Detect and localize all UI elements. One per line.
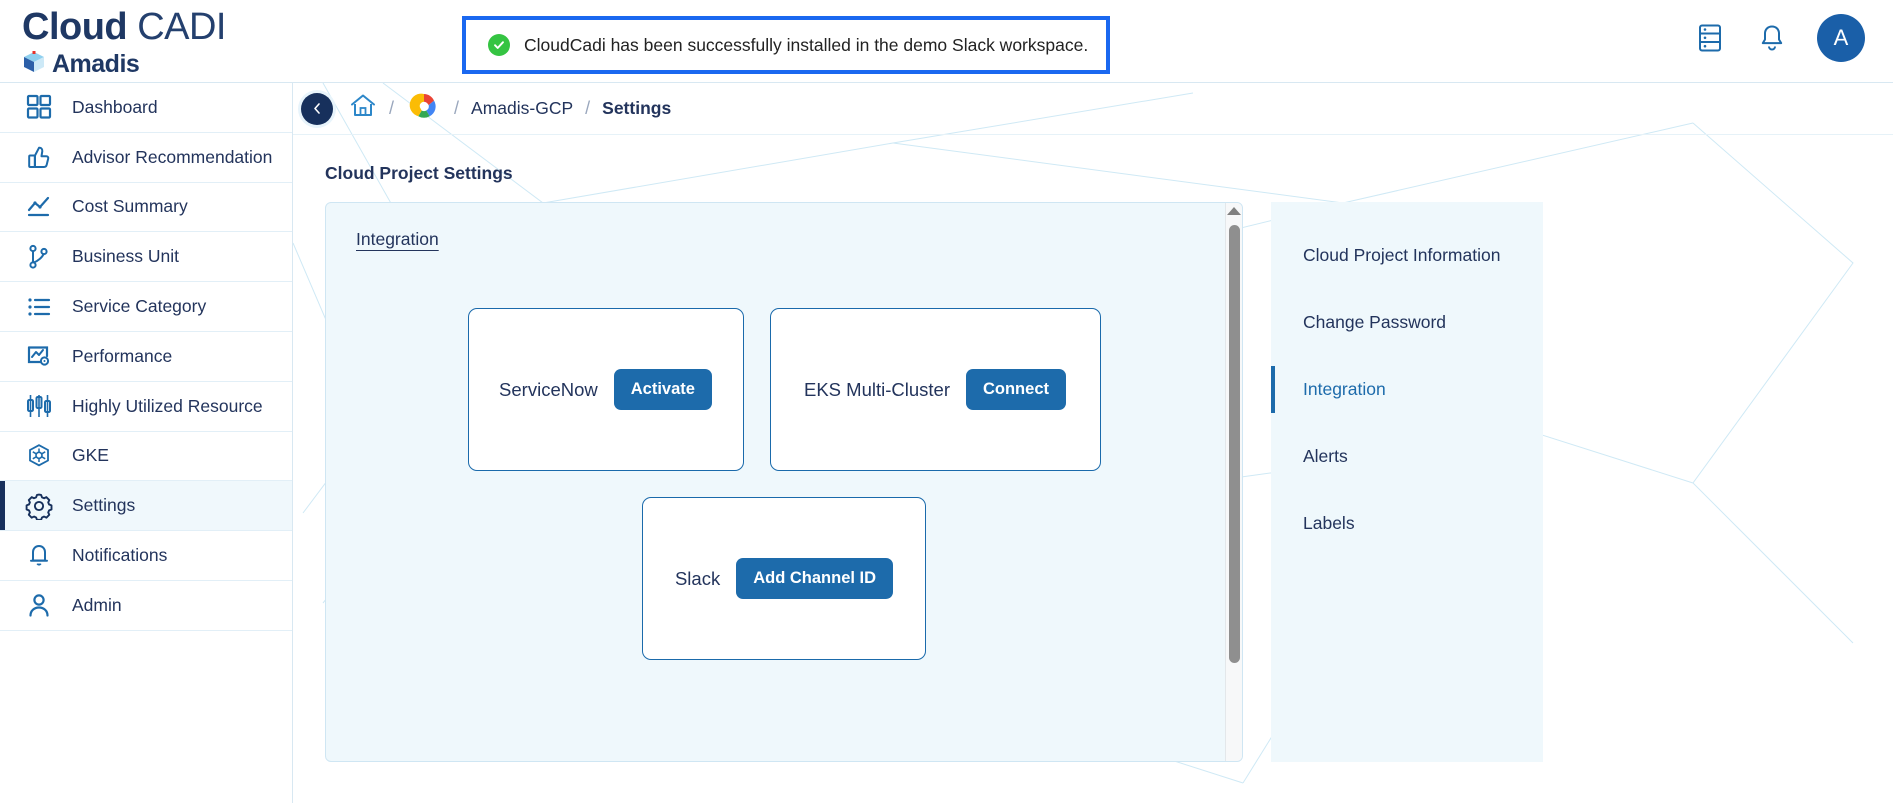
integration-panel-inner: Integration ServiceNow Activate EKS Mult…: [326, 203, 1242, 761]
brand-title: Cloud CADI: [22, 6, 226, 48]
user-person-icon: [22, 588, 56, 622]
bell-outline-icon: [22, 539, 56, 573]
sidebar: Dashboard Advisor Recommendation Cos: [0, 82, 293, 803]
sidebar-item-business-unit[interactable]: Business Unit: [0, 232, 292, 283]
breadcrumb-separator: /: [389, 98, 395, 118]
chart-monitor-icon: [22, 339, 56, 373]
brand-logo[interactable]: Cloud CADI Amadis: [22, 6, 226, 79]
sidebar-item-label: Performance: [72, 345, 173, 366]
integration-card-slack: Slack Add Channel ID: [642, 497, 926, 660]
breadcrumb: / / Amadis-GCP / Settings: [293, 83, 1893, 135]
scroll-up-arrow-icon[interactable]: [1227, 207, 1241, 215]
side-menu-item-integration[interactable]: Integration: [1271, 356, 1543, 423]
sidebar-item-cost-summary[interactable]: Cost Summary: [0, 183, 292, 233]
thumbs-up-icon: [22, 140, 56, 174]
integration-card-eks-multi-cluster: EKS Multi-Cluster Connect: [769, 308, 1101, 471]
side-menu-label: Cloud Project Information: [1303, 245, 1501, 265]
side-menu-item-cloud-project-information[interactable]: Cloud Project Information: [1271, 222, 1543, 289]
scrollbar-thumb[interactable]: [1229, 225, 1240, 663]
brand-subtitle-row: Amadis: [22, 50, 226, 79]
server-rack-icon[interactable]: [1693, 21, 1727, 55]
amadis-cube-logo-icon: [22, 50, 46, 79]
home-icon[interactable]: [349, 93, 377, 124]
grid-squares-icon: [22, 90, 56, 124]
success-banner: CloudCadi has been successfully installe…: [462, 16, 1110, 74]
candlestick-icon: [22, 389, 56, 423]
sidebar-item-label: Business Unit: [72, 246, 179, 267]
integration-card-row-2: Slack Add Channel ID: [356, 497, 1212, 660]
add-channel-id-button[interactable]: Add Channel ID: [736, 558, 894, 599]
sidebar-item-label: Settings: [72, 495, 136, 516]
sidebar-item-label: Cost Summary: [72, 196, 188, 217]
kubernetes-helm-icon: [22, 439, 56, 473]
integration-card-title: Slack: [674, 567, 721, 589]
google-cloud-icon[interactable]: [406, 90, 442, 127]
tab-integration[interactable]: Integration: [356, 229, 439, 249]
org-branch-icon: [22, 240, 56, 274]
sidebar-item-advisor-recommendation[interactable]: Advisor Recommendation: [0, 133, 292, 183]
brand-title-light: CADI: [127, 6, 226, 48]
sidebar-item-performance[interactable]: Performance: [0, 332, 292, 382]
sidebar-item-label: Advisor Recommendation: [72, 146, 273, 167]
vertical-scrollbar[interactable]: [1225, 203, 1242, 761]
brand-title-bold: Cloud: [22, 6, 128, 48]
sidebar-item-label: Highly Utilized Resource: [72, 395, 263, 416]
side-menu-label: Alerts: [1303, 446, 1348, 466]
integration-card-title: ServiceNow: [499, 378, 598, 400]
activate-button[interactable]: Activate: [613, 369, 712, 410]
side-menu-item-alerts[interactable]: Alerts: [1271, 423, 1543, 490]
side-menu-item-change-password[interactable]: Change Password: [1271, 289, 1543, 356]
integration-card-title: EKS Multi-Cluster: [804, 378, 950, 400]
breadcrumb-project[interactable]: Amadis-GCP: [471, 98, 574, 118]
top-bar-actions: A: [1693, 14, 1865, 62]
sidebar-item-gke[interactable]: GKE: [0, 432, 292, 482]
integration-card-servicenow: ServiceNow Activate: [467, 308, 744, 471]
bell-icon[interactable]: [1755, 21, 1789, 55]
settings-body: Integration ServiceNow Activate EKS Mult…: [293, 202, 1893, 762]
integration-card-row-1: ServiceNow Activate EKS Multi-Cluster Co…: [356, 308, 1212, 471]
integration-panel: Integration ServiceNow Activate EKS Mult…: [325, 202, 1243, 762]
content-area: / / Amadis-GCP / Settings Cloud Project …: [293, 82, 1893, 803]
breadcrumb-separator: /: [585, 98, 591, 118]
settings-side-menu: Cloud Project Information Change Passwor…: [1271, 202, 1543, 762]
brand-subtitle: Amadis: [52, 50, 140, 78]
sidebar-item-service-category[interactable]: Service Category: [0, 282, 292, 332]
breadcrumb-separator: /: [454, 98, 460, 118]
breadcrumb-current: Settings: [602, 98, 672, 118]
sidebar-item-admin[interactable]: Admin: [0, 581, 292, 631]
sidebar-item-dashboard[interactable]: Dashboard: [0, 83, 292, 133]
side-menu-label: Change Password: [1303, 312, 1446, 332]
side-menu-item-labels[interactable]: Labels: [1271, 490, 1543, 557]
connect-button[interactable]: Connect: [965, 369, 1066, 410]
sidebar-item-settings[interactable]: Settings: [0, 481, 292, 532]
success-check-icon: [488, 34, 510, 56]
gear-icon: [22, 489, 56, 523]
chevron-left-icon[interactable]: [301, 92, 333, 125]
side-menu-label: Integration: [1303, 379, 1386, 399]
avatar[interactable]: A: [1817, 14, 1865, 62]
sidebar-item-label: Notifications: [72, 545, 168, 566]
sidebar-item-label: Service Category: [72, 296, 207, 317]
sidebar-item-highly-utilized-resource[interactable]: Highly Utilized Resource: [0, 382, 292, 432]
sidebar-item-label: GKE: [72, 445, 109, 466]
sidebar-item-notifications[interactable]: Notifications: [0, 531, 292, 581]
page-title: Cloud Project Settings: [325, 163, 513, 183]
line-chart-icon: [22, 190, 56, 224]
sidebar-item-label: Admin: [72, 594, 122, 615]
bullet-list-icon: [22, 290, 56, 324]
side-menu-label: Labels: [1303, 513, 1355, 533]
sidebar-item-label: Dashboard: [72, 96, 158, 117]
banner-message: CloudCadi has been successfully installe…: [524, 34, 1089, 55]
